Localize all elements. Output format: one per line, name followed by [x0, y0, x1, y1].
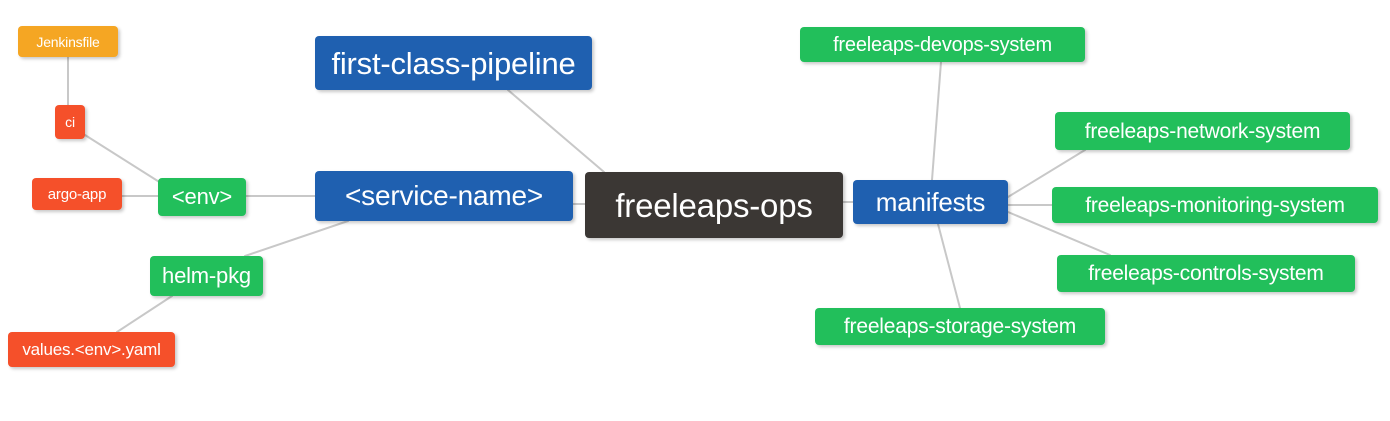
node-env[interactable]: <env> — [158, 178, 246, 216]
edge-manifests-storage — [937, 223, 961, 309]
node-helm-pkg[interactable]: helm-pkg — [150, 256, 263, 296]
edge-helm-service-name — [244, 220, 349, 257]
node-service-name[interactable]: <service-name> — [315, 171, 573, 221]
node-freeleaps-network-system[interactable]: freeleaps-network-system — [1055, 112, 1350, 150]
node-freeleaps-controls-system[interactable]: freeleaps-controls-system — [1057, 255, 1355, 292]
edge-values-helm — [116, 295, 173, 333]
node-jenkinsfile[interactable]: Jenkinsfile — [18, 26, 118, 57]
edge-pipeline-ops — [507, 89, 605, 173]
node-freeleaps-devops-system[interactable]: freeleaps-devops-system — [800, 27, 1085, 62]
node-values-env-yaml[interactable]: values.<env>.yaml — [8, 332, 175, 367]
node-freeleaps-ops-root[interactable]: freeleaps-ops — [585, 172, 843, 238]
node-manifests[interactable]: manifests — [853, 180, 1008, 224]
edge-manifests-devops — [931, 61, 942, 181]
node-freeleaps-storage-system[interactable]: freeleaps-storage-system — [815, 308, 1105, 345]
node-first-class-pipeline[interactable]: first-class-pipeline — [315, 36, 592, 90]
node-freeleaps-monitoring-system[interactable]: freeleaps-monitoring-system — [1052, 187, 1378, 223]
node-ci[interactable]: ci — [55, 105, 85, 139]
node-argo-app[interactable]: argo-app — [32, 178, 122, 210]
